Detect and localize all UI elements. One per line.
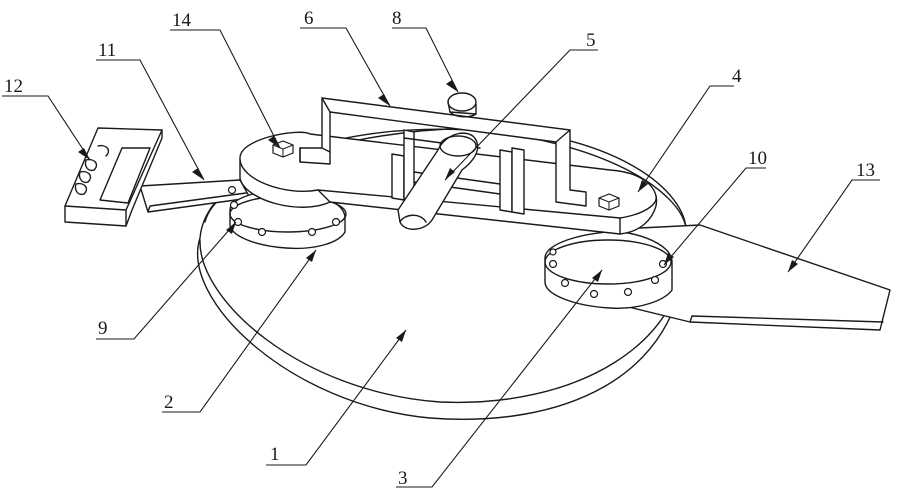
right-hub (544, 231, 673, 309)
label-4: 4 (732, 66, 742, 87)
top-knob (447, 92, 477, 118)
label-9: 9 (98, 318, 108, 339)
label-13: 13 (856, 160, 875, 181)
label-10: 10 (748, 148, 767, 169)
label-2: 2 (164, 392, 174, 413)
u-bracket (299, 97, 587, 207)
leader-lines (2, 27, 880, 488)
hex-bolt-right (598, 193, 620, 211)
label-6: 6 (304, 8, 314, 29)
guide-rails (391, 129, 525, 215)
grip-plate (64, 127, 163, 227)
label-14: 14 (172, 10, 192, 31)
label-12: 12 (4, 76, 23, 97)
label-11: 11 (98, 40, 116, 61)
grip-teeth (74, 144, 110, 196)
left-flange-holes (227, 185, 341, 237)
label-8: 8 (392, 8, 402, 29)
right-flange-holes (548, 248, 668, 299)
label-5: 5 (586, 30, 596, 51)
label-3: 3 (398, 468, 408, 489)
part-labels: 1 2 3 4 5 6 8 9 10 11 12 13 14 (4, 8, 875, 489)
lever (397, 132, 479, 230)
label-1: 1 (270, 444, 280, 465)
